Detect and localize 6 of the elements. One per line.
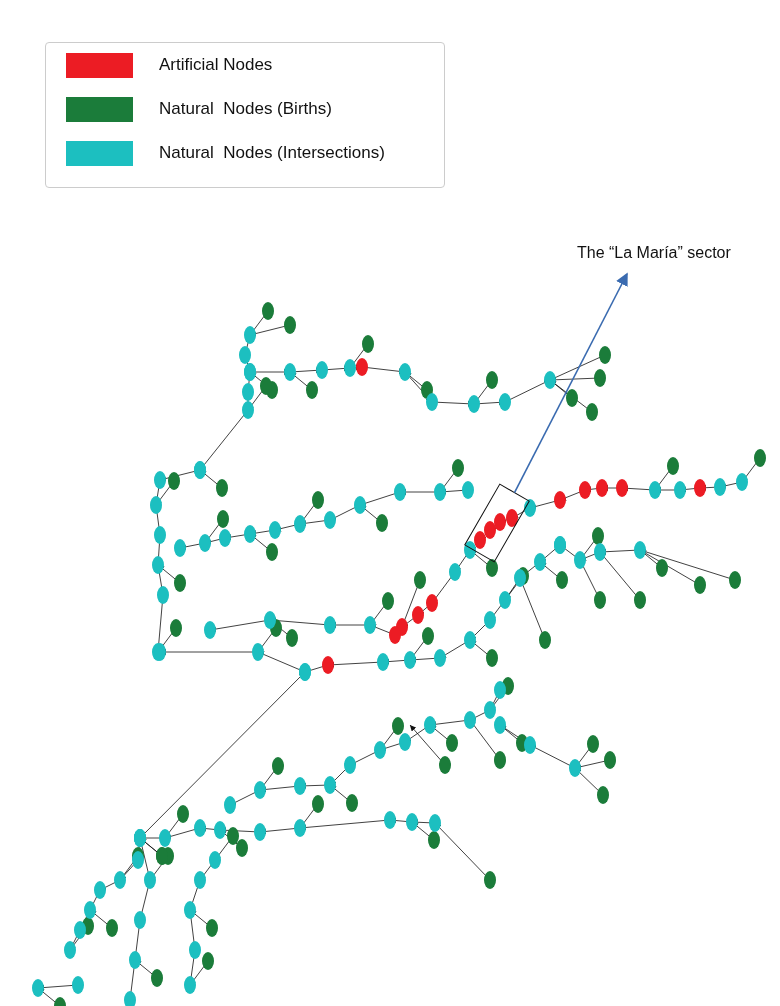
leader-arrow [513, 272, 628, 494]
legend-label: Natural Nodes (Intersections) [159, 143, 385, 163]
highlight-box [464, 483, 530, 563]
callout-label: The “La María” sector [577, 244, 731, 262]
legend-label: Artificial Nodes [159, 55, 273, 75]
legend-label: Natural Nodes (Births) [159, 99, 332, 119]
